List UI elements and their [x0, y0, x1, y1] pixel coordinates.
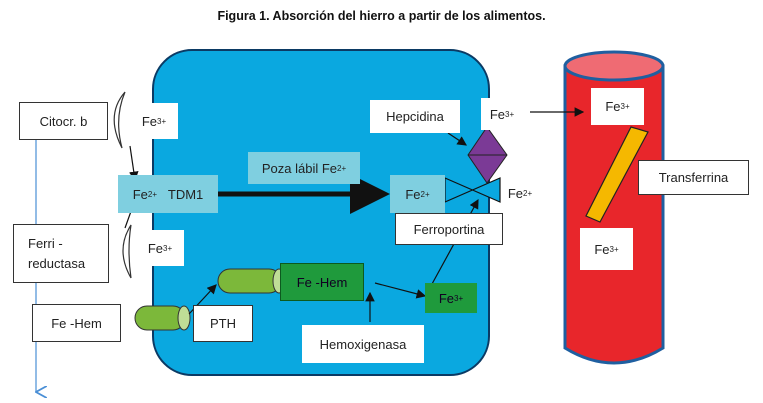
transferrin-label: Transferrina — [638, 160, 749, 195]
ferrireductase-label: Ferri -reductasa — [13, 224, 109, 283]
hepcidin-label: Hepcidina — [370, 100, 460, 133]
figure-title: Figura 1. Absorción del hierro a partir … — [217, 9, 546, 23]
ferrireductase-crescent-icon — [122, 224, 132, 279]
ferroportin-label: Ferroportina — [395, 213, 503, 245]
cytochrome-b-crescent-icon — [113, 91, 126, 149]
fe-hem-outside-label: Fe -Hem — [32, 304, 121, 342]
ferroportin-channel-icon — [444, 177, 501, 203]
pth-label: PTH — [193, 305, 253, 342]
transferrin-rod-icon — [585, 126, 649, 223]
pth-transporter-cylinder-icon — [134, 305, 191, 331]
fe-hem-inside-label: Fe -Hem — [280, 263, 364, 301]
hemoxygenase-label: Hemoxigenasa — [302, 325, 424, 363]
cytochrome-b-label: Citocr. b — [19, 102, 108, 140]
heme-cylinder-icon — [217, 268, 286, 294]
